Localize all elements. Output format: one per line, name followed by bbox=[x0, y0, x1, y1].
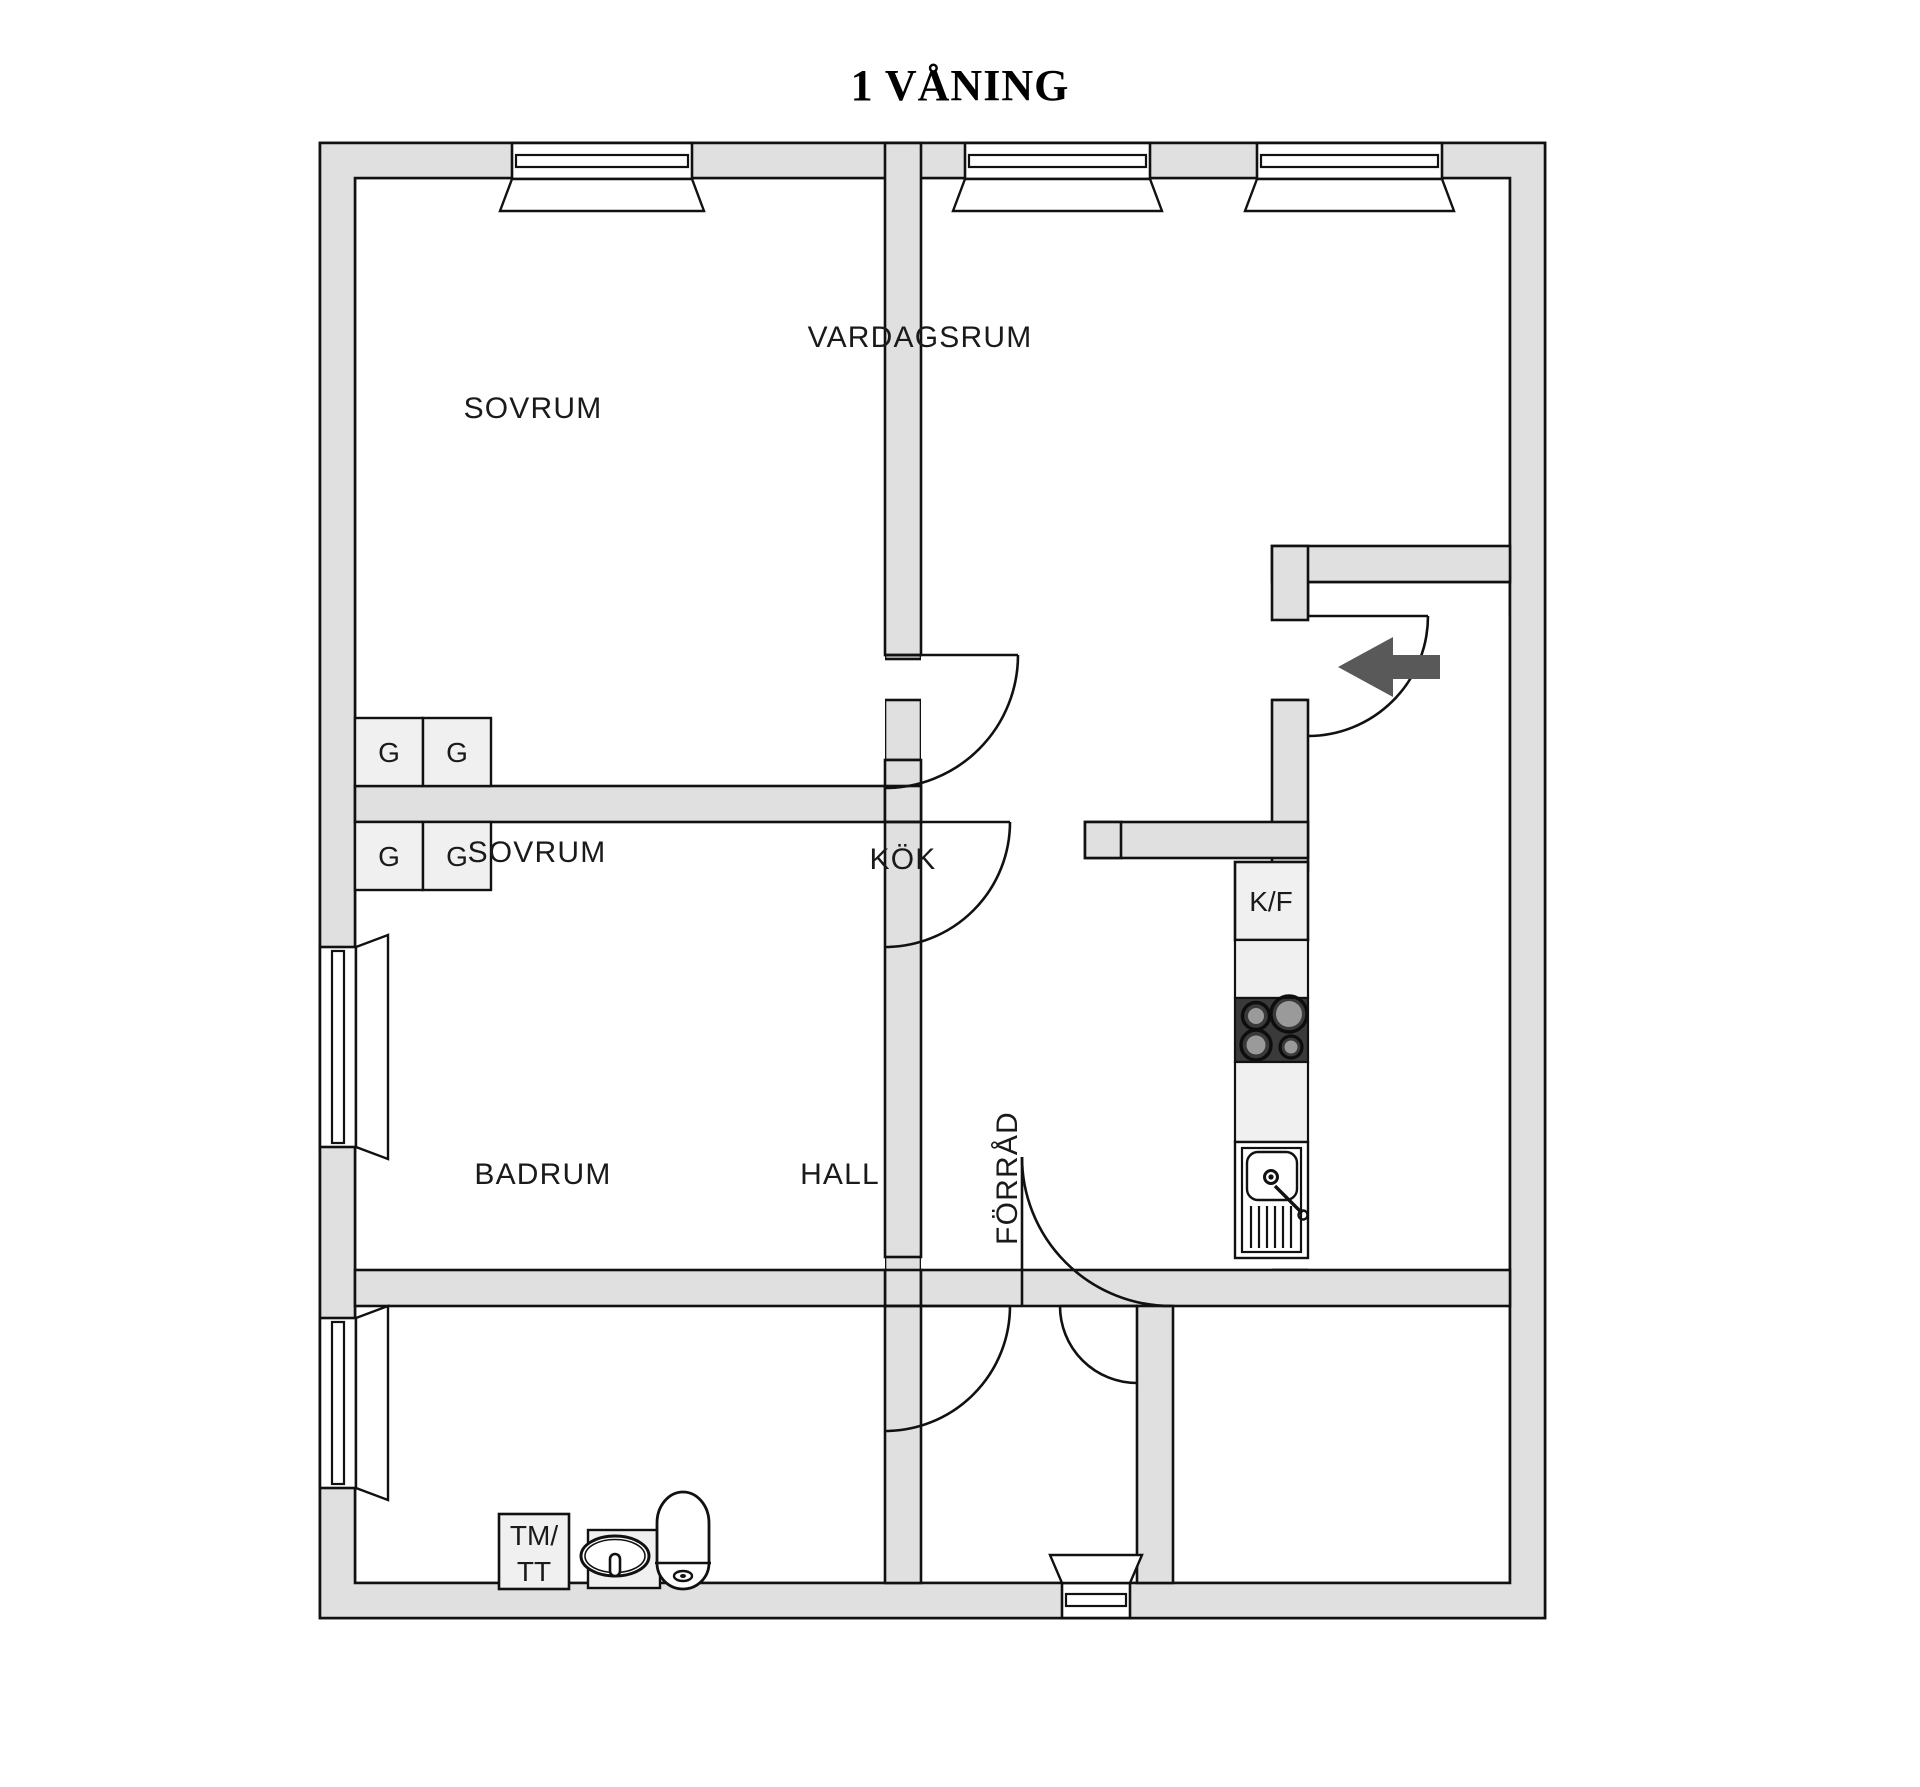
kitchen-fixtures bbox=[1233, 860, 1310, 1260]
bathroom-fixtures bbox=[497, 1490, 711, 1591]
fridge-freezer-label: K/F bbox=[1249, 886, 1293, 917]
entrance-direction-arrow bbox=[1338, 637, 1440, 697]
door-hall-kok bbox=[1020, 1156, 1172, 1308]
wardrobe-label-1: G bbox=[378, 737, 400, 768]
partitions bbox=[353, 141, 1512, 1585]
door-entrance bbox=[1307, 614, 1430, 738]
wardrobe-label-4: G bbox=[446, 841, 468, 872]
door-hall-forrad bbox=[1058, 1304, 1138, 1385]
page-title: 1 VÅNING bbox=[850, 61, 1070, 110]
window-top-vardagsrum-2 bbox=[1243, 141, 1456, 213]
wardrobe-label-3: G bbox=[378, 841, 400, 872]
room-label-kok: KÖK bbox=[870, 843, 937, 876]
washer-dryer-label-line1: TM/ bbox=[510, 1520, 558, 1551]
window-bottom-hall bbox=[1048, 1553, 1144, 1620]
room-label-badrum: BADRUM bbox=[474, 1158, 611, 1191]
room-label-forrad: FÖRRÅD bbox=[991, 1111, 1024, 1245]
window-top-vardagsrum-1 bbox=[951, 141, 1164, 213]
wardrobe-boxes-lower bbox=[353, 820, 493, 892]
room-label-sovrum-1: SOVRUM bbox=[464, 392, 603, 425]
washer-dryer-label-line2: TT bbox=[517, 1556, 551, 1587]
wardrobe-boxes-upper bbox=[353, 716, 493, 788]
door-sovrum-1 bbox=[884, 653, 1020, 790]
room-label-vardagsrum: VARDAGSRUM bbox=[808, 321, 1033, 354]
room-interiors bbox=[355, 178, 1510, 1583]
window-left-sovrum-2 bbox=[318, 933, 390, 1161]
window-top-sovrum bbox=[498, 141, 706, 213]
door-badrum bbox=[884, 1304, 1012, 1433]
room-label-hall: HALL bbox=[800, 1158, 880, 1191]
door-sovrum-2 bbox=[884, 820, 1012, 949]
room-label-sovrum-2: SOVRUM bbox=[468, 836, 607, 869]
wardrobe-label-2: G bbox=[446, 737, 468, 768]
window-left-badrum bbox=[318, 1304, 390, 1502]
